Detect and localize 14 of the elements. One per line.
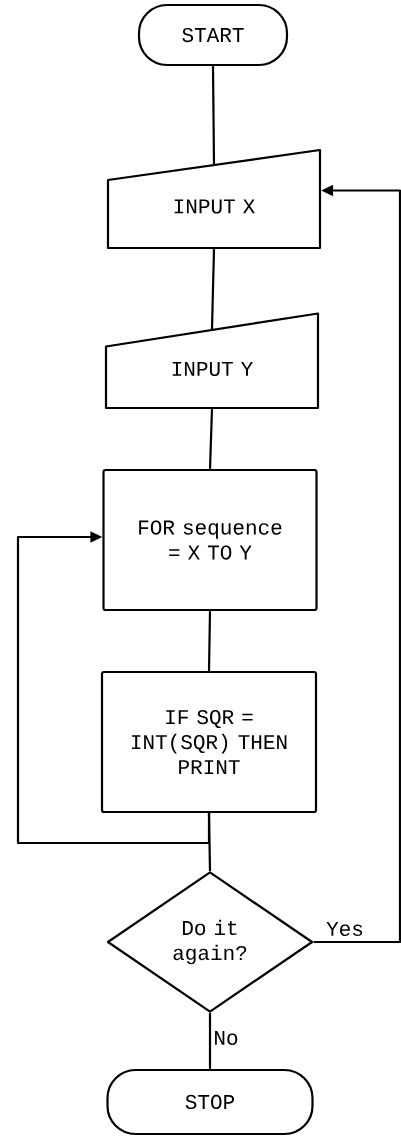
process-box: FOR sequence = X TO Y xyxy=(102,468,318,612)
edge-label: No xyxy=(215,1031,238,1045)
connector-line xyxy=(208,1013,212,1069)
edge-label: Yes xyxy=(326,922,363,936)
connector-line xyxy=(207,611,212,671)
process-box: IF SQR = INT(SQR) THEN PRINT xyxy=(100,670,318,814)
connector-line xyxy=(208,409,214,469)
arrow xyxy=(16,531,211,845)
input-box: INPUT Y xyxy=(104,312,320,410)
terminal-box: STOP xyxy=(106,1068,314,1136)
connector-line xyxy=(210,249,216,329)
terminal-box: START xyxy=(137,3,289,67)
input-box: INPUT X xyxy=(106,148,322,250)
connector-line xyxy=(211,66,216,164)
